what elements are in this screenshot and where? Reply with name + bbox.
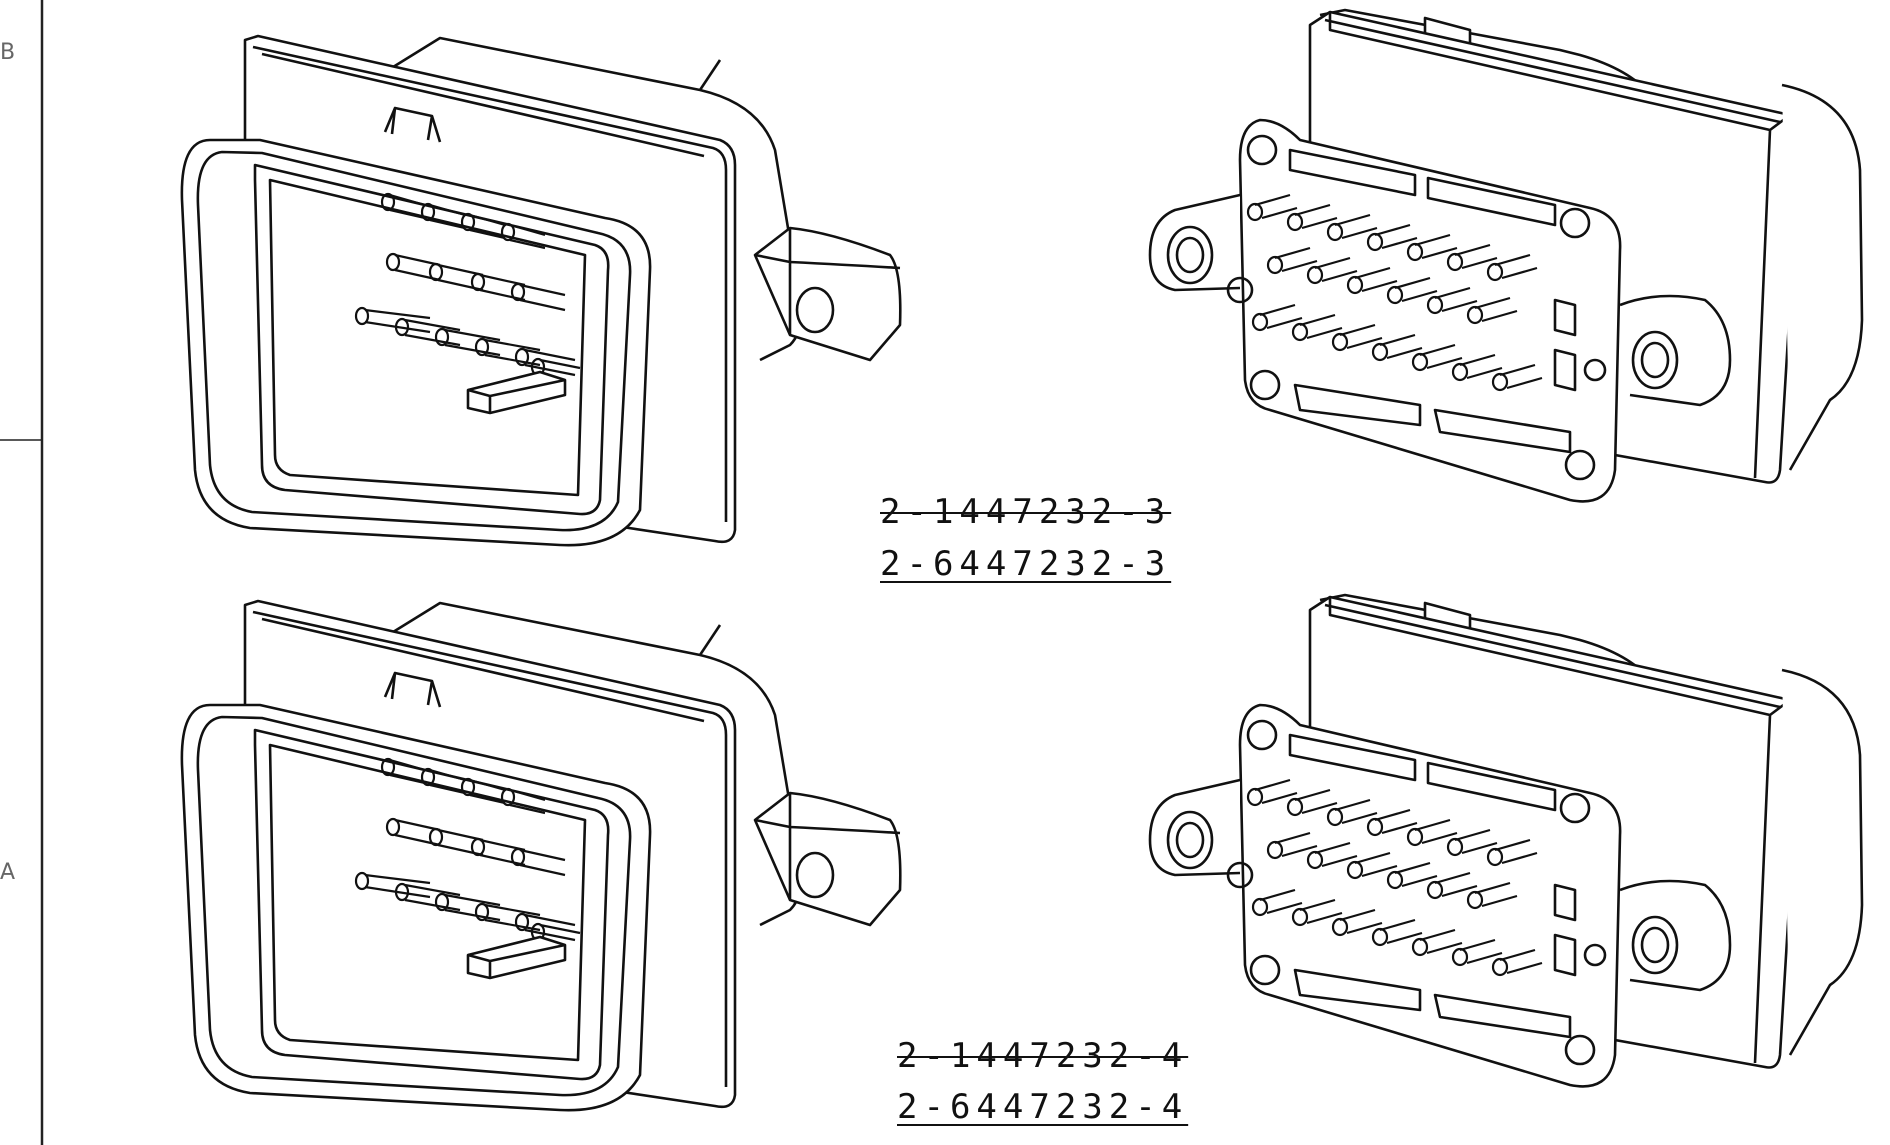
superseded-part-number-bottom: 2-1447232-4 bbox=[897, 1036, 1189, 1076]
current-part-number-top: 2-6447232-3 bbox=[880, 544, 1172, 584]
connector-rear-view-bottom bbox=[1148, 593, 1864, 1088]
current-part-number-bottom: 2-6447232-4 bbox=[897, 1087, 1189, 1127]
zone-label-b: B bbox=[0, 40, 16, 65]
connector-rear-view-top bbox=[1148, 8, 1864, 503]
superseded-part-number-top: 2-1447232-3 bbox=[880, 492, 1172, 532]
zone-label-a: A bbox=[0, 860, 16, 885]
connector-front-view-top bbox=[180, 34, 902, 547]
connector-front-view-bottom bbox=[180, 599, 902, 1112]
